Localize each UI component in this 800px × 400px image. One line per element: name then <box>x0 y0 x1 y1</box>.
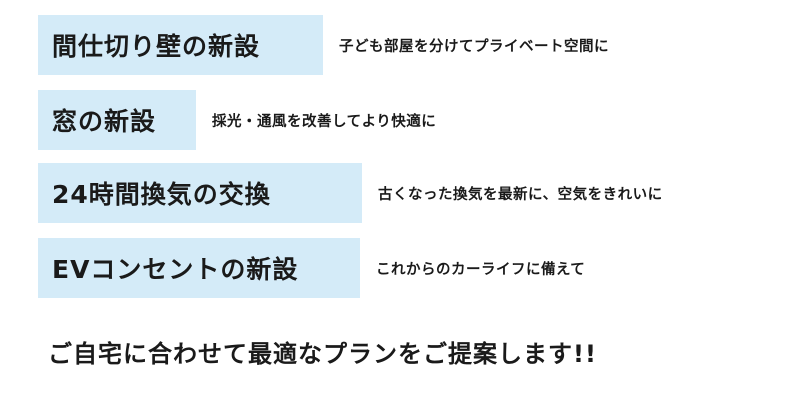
service-description: これからのカーライフに備えて <box>376 261 586 278</box>
service-item-window: 窓の新設 採光・通風を改善してより快適に <box>38 90 436 150</box>
service-title-box: 窓の新設 <box>38 90 196 150</box>
service-item-ventilation: 24時間換気の交換 古くなった換気を最新に、空気をきれいに <box>38 163 663 223</box>
service-title: 窓の新設 <box>52 107 157 136</box>
closing-message: ご自宅に合わせて最適なプランをご提案します!! <box>48 340 597 368</box>
service-title: 間仕切り壁の新設 <box>52 32 261 61</box>
service-title-box: EVコンセントの新設 <box>38 238 360 298</box>
service-title-box: 間仕切り壁の新設 <box>38 15 323 75</box>
service-title: 24時間換気の交換 <box>52 180 271 209</box>
service-description: 古くなった換気を最新に、空気をきれいに <box>378 186 663 203</box>
service-title: EVコンセントの新設 <box>52 255 299 284</box>
service-description: 子ども部屋を分けてプライベート空間に <box>339 38 609 55</box>
service-item-partition: 間仕切り壁の新設 子ども部屋を分けてプライベート空間に <box>38 15 609 75</box>
service-item-ev-outlet: EVコンセントの新設 これからのカーライフに備えて <box>38 238 585 298</box>
service-title-box: 24時間換気の交換 <box>38 163 362 223</box>
service-description: 採光・通風を改善してより快適に <box>212 113 437 130</box>
